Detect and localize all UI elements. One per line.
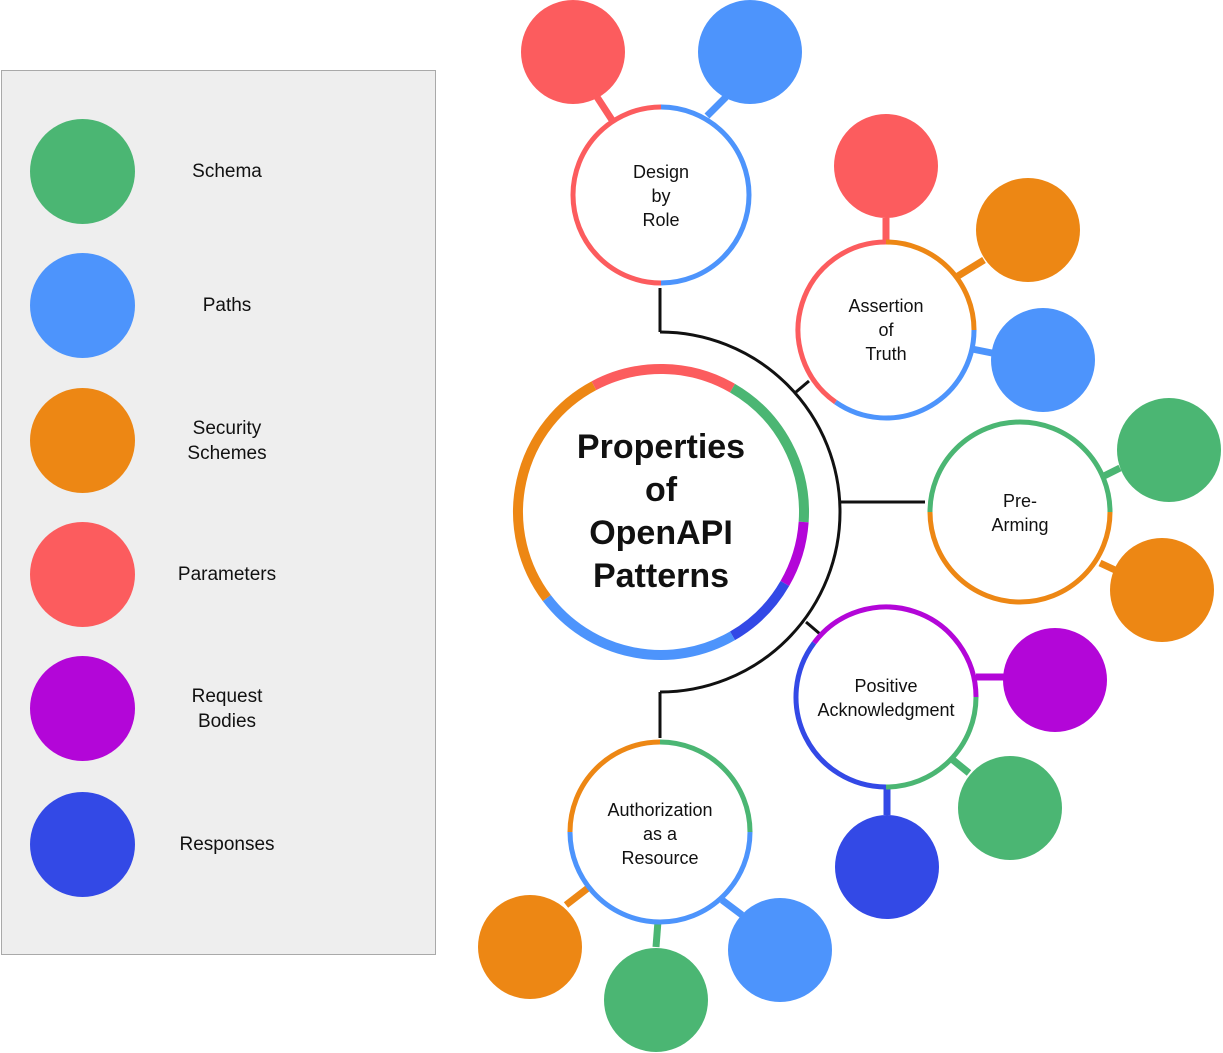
leaf-node-paths xyxy=(698,0,802,104)
pattern-ring-segment xyxy=(660,104,752,286)
legend-item-parameters: Parameters xyxy=(2,522,437,632)
legend-item-schema: Schema xyxy=(2,119,437,229)
pattern-ring-segment xyxy=(812,604,979,698)
legend-item-request-bodies: Request Bodies xyxy=(2,656,437,766)
legend-swatch-request-bodies xyxy=(30,656,135,761)
pattern-node-fill xyxy=(798,242,974,418)
pattern-label-line: Acknowledgment xyxy=(817,700,954,720)
center-title-line: Properties xyxy=(577,428,745,466)
legend-swatch-parameters xyxy=(30,522,135,627)
pattern-ring-segment xyxy=(795,239,887,405)
pattern-node-fill xyxy=(573,107,749,283)
pattern-node-fill xyxy=(796,607,976,787)
legend-label: Responses xyxy=(179,834,275,855)
pattern-node-fill xyxy=(930,422,1110,602)
pattern-ring-segment xyxy=(927,419,1113,513)
legend-label: Paths xyxy=(202,295,252,316)
pattern-ring-segment xyxy=(567,739,661,833)
leaf-node-security xyxy=(976,178,1080,282)
leaf-node-requests xyxy=(1003,628,1107,732)
leaf-stub xyxy=(971,345,993,357)
center-ring-segment xyxy=(729,383,809,523)
pattern-label-line: of xyxy=(878,320,894,340)
legend-label: Parameters xyxy=(177,564,277,585)
legend-item-security-schemes: Security Schemes xyxy=(2,388,437,498)
legend-swatch-responses xyxy=(30,792,135,897)
center-ring-segment xyxy=(513,381,597,602)
pattern-node-authorization-as-a-resource: Authorization as a Resource xyxy=(567,739,753,925)
pattern-nodes: DesignbyRoleAssertionofTruthPre-ArmingPo… xyxy=(567,104,1113,925)
pattern-ring-segment xyxy=(927,511,1113,605)
pattern-label-line: as a xyxy=(643,824,678,844)
legend-swatch-schema xyxy=(30,119,135,224)
center-ring-segment xyxy=(542,595,735,660)
spoke-line xyxy=(805,620,821,636)
leaf-stub xyxy=(1098,559,1117,574)
leaf-stub xyxy=(652,920,662,948)
pattern-ring-segment xyxy=(570,104,662,286)
leaf-node-schema xyxy=(958,756,1062,860)
pattern-ring-segment xyxy=(885,239,977,331)
leaf-node-parameters xyxy=(834,114,938,218)
center-title-line: OpenAPI xyxy=(589,514,733,552)
pattern-ring-segment xyxy=(834,329,977,421)
leaf-stub xyxy=(1102,464,1122,480)
legend-item-responses: Responses xyxy=(2,792,437,902)
pattern-label-line: Positive xyxy=(854,676,917,696)
pattern-label-line: Authorization xyxy=(607,800,712,820)
pattern-label-line: Design xyxy=(633,162,689,182)
pattern-node-fill xyxy=(570,742,750,922)
pattern-label-line: by xyxy=(651,186,670,206)
center-ring-segment xyxy=(591,364,735,393)
leaf-stub xyxy=(719,897,745,918)
leaf-node-parameters xyxy=(521,0,625,104)
pattern-label-line: Resource xyxy=(621,848,698,868)
legend-item-paths: Paths xyxy=(2,253,437,363)
leaf-node-schema xyxy=(604,948,708,1052)
leaf-node-schema xyxy=(1117,398,1221,502)
leaf-stub xyxy=(950,757,972,776)
pattern-ring-segment xyxy=(659,739,753,833)
legend-label: Request Bodies xyxy=(191,685,263,732)
bracket-arc xyxy=(659,330,842,694)
pattern-node-pre-arming: Pre- Arming xyxy=(927,419,1113,605)
pattern-ring-segment xyxy=(793,641,887,790)
pattern-label-line: Assertion xyxy=(848,296,923,316)
pattern-label-line: Arming xyxy=(991,515,1048,535)
leaf-stub xyxy=(704,94,729,119)
center-node-fill xyxy=(518,369,804,655)
center-title-line: Patterns xyxy=(593,557,729,595)
legend-swatch-paths xyxy=(30,253,135,358)
center-title-line: of xyxy=(645,471,678,509)
spoke-line xyxy=(795,379,810,394)
leaf-nodes xyxy=(478,0,1221,1052)
leaf-node-security xyxy=(478,895,582,999)
pattern-label-line: Role xyxy=(642,210,679,230)
legend-label: Security Schemes xyxy=(187,417,267,464)
bracket-connector xyxy=(658,288,925,738)
leaf-node-paths xyxy=(728,898,832,1002)
legend-label: Schema xyxy=(192,161,262,182)
pattern-label-line: Pre- xyxy=(1003,491,1037,511)
legend-panel: Schema Paths Security Schemes Parameters… xyxy=(1,70,436,955)
leaf-node-paths xyxy=(991,308,1095,412)
leaf-node-security xyxy=(1110,538,1214,642)
leaf-stub xyxy=(563,885,591,908)
center-ring-segment xyxy=(780,521,809,586)
pattern-ring-segment xyxy=(567,831,753,925)
leaf-node-responses xyxy=(835,815,939,919)
center-ring-segment xyxy=(729,580,790,641)
legend-swatch-security-schemes xyxy=(30,388,135,493)
pattern-label-line: Truth xyxy=(865,344,906,364)
leaf-stub xyxy=(594,95,615,122)
leaf-stub xyxy=(956,257,986,279)
pattern-ring-segment xyxy=(885,696,979,790)
